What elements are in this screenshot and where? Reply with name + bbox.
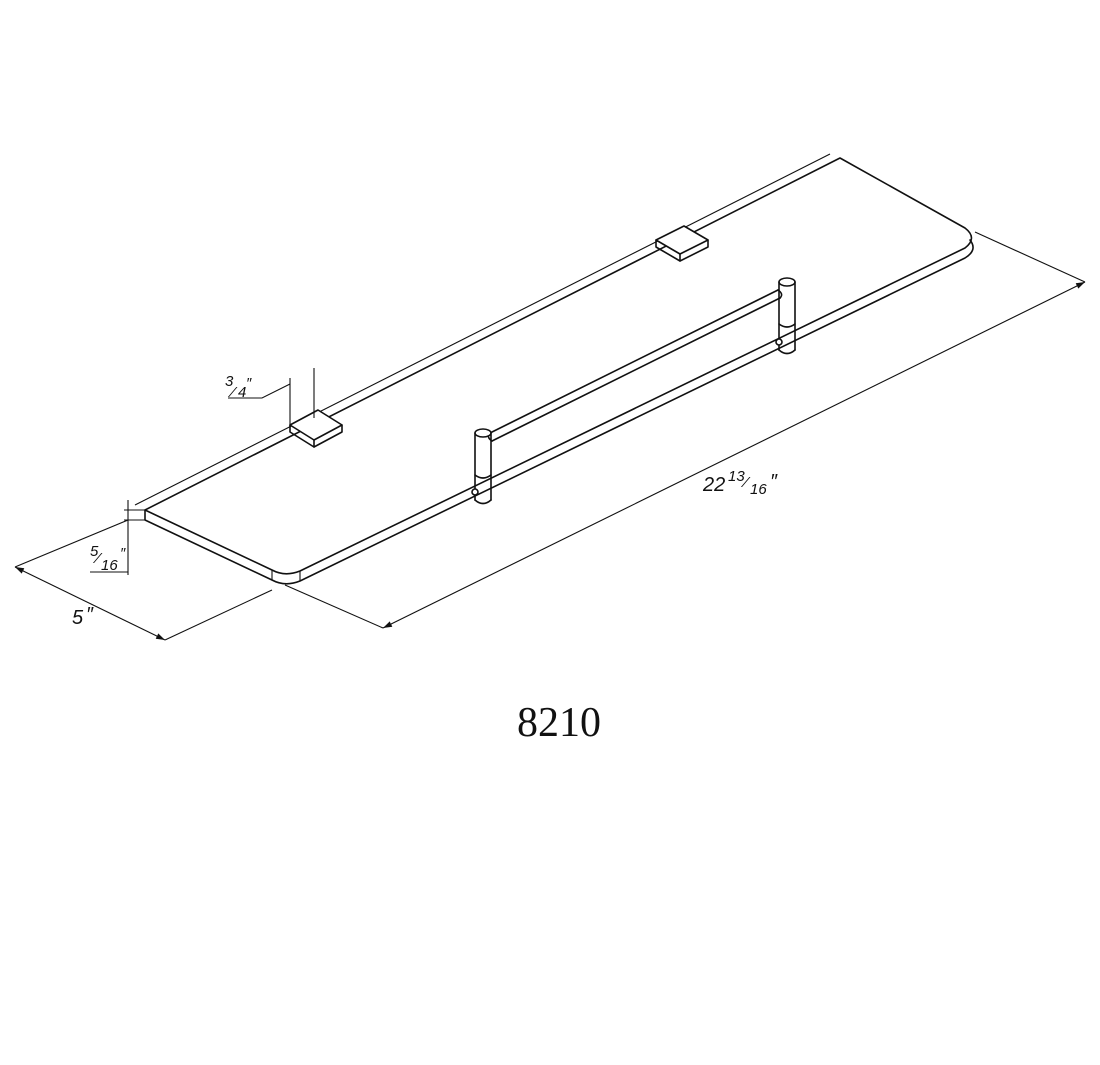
width-unit: ″ <box>86 604 94 626</box>
bracket-num: 3 <box>225 373 234 390</box>
length-whole: 22 <box>702 474 725 496</box>
length-slash: ⁄ <box>740 474 751 491</box>
dimension-thickness: 5 ⁄ 16 ″ <box>90 500 145 575</box>
bracket-slash: ⁄ <box>227 384 238 401</box>
wall-bracket-left <box>289 409 343 448</box>
bracket-unit: ″ <box>246 375 252 392</box>
glass-shelf <box>134 153 974 585</box>
dimension-width: 5 ″ <box>14 519 273 641</box>
shelf-front-edge <box>144 239 974 585</box>
length-unit: ″ <box>770 471 778 493</box>
thickness-unit: ″ <box>120 545 126 562</box>
length-num: 13 <box>728 468 745 485</box>
dimension-bracket: 3 ⁄ 4 ″ <box>225 368 315 428</box>
shelf-top-face <box>144 157 973 575</box>
width-value: 5 <box>72 607 84 629</box>
wall-bracket-right <box>655 225 709 262</box>
dimension-length: 22 13 ⁄ 16 ″ <box>284 231 1086 629</box>
model-number: 8210 <box>517 700 601 746</box>
shelf-rounded-corner <box>271 570 301 581</box>
thickness-slash: ⁄ <box>92 550 103 567</box>
thickness-den: 16 <box>101 557 118 574</box>
bracket-den: 4 <box>238 384 246 401</box>
thickness-num: 5 <box>90 543 99 560</box>
length-den: 16 <box>750 481 767 498</box>
